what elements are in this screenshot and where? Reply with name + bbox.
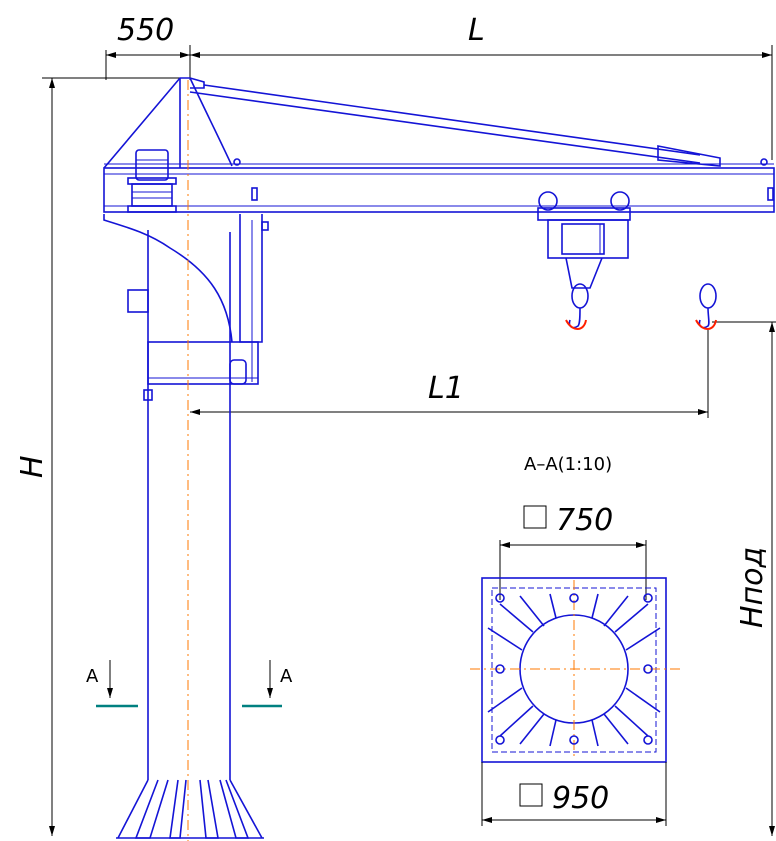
crane-boom xyxy=(103,163,775,213)
slewing-motor xyxy=(127,149,177,213)
base-plate xyxy=(470,577,680,763)
offset-dimension-label: 550 xyxy=(117,13,174,48)
reach-dimension xyxy=(190,330,709,418)
lift-height-label: Hпод xyxy=(735,547,770,628)
hook-2 xyxy=(695,283,717,330)
column-head xyxy=(103,77,233,169)
section-mark-left: A xyxy=(86,666,99,687)
lift-height-dimension xyxy=(712,321,776,836)
reach-label: L1 xyxy=(428,371,464,406)
height-dimension xyxy=(42,77,190,836)
plate-size-label: 950 xyxy=(552,781,609,816)
hook-1 xyxy=(565,283,589,330)
tie-rod xyxy=(189,77,768,167)
section-mark-right: A xyxy=(280,666,293,687)
height-label: H xyxy=(15,455,50,478)
section-cut-right xyxy=(242,660,282,708)
plate-size-dimension xyxy=(481,762,667,826)
top-dimensions xyxy=(105,45,773,160)
boom-length-label: L xyxy=(468,13,485,48)
column-base xyxy=(116,779,264,839)
bolt-spacing-label: 750 xyxy=(556,503,613,538)
column xyxy=(103,214,269,780)
section-cut-left xyxy=(96,660,138,708)
hoist xyxy=(537,191,631,289)
section-title: A–A(1:10) xyxy=(524,454,612,475)
bolt-spacing-dimension xyxy=(499,505,647,600)
